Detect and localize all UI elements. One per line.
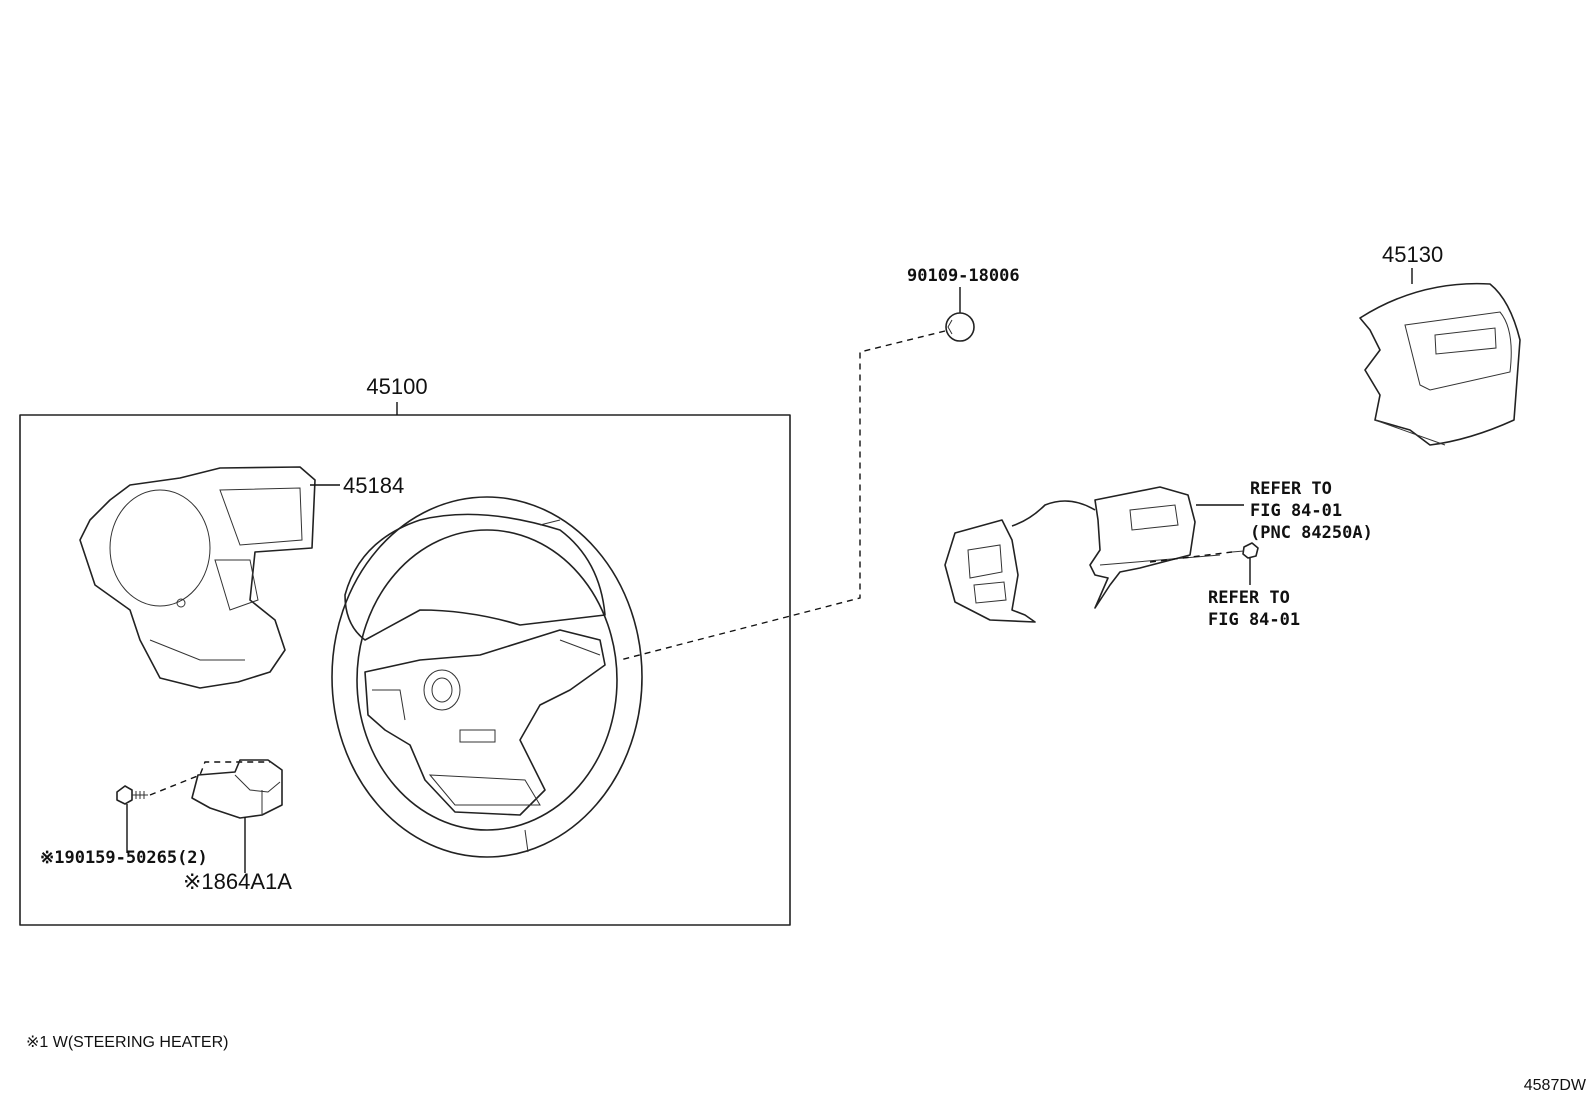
- label-refer-bottom-1[interactable]: REFER TO: [1208, 588, 1290, 608]
- dash-nut: [619, 330, 946, 661]
- screw-part[interactable]: [1231, 542, 1259, 559]
- bolt-part[interactable]: [116, 785, 148, 805]
- label-45184[interactable]: 45184: [343, 473, 404, 498]
- label-45100[interactable]: 45100: [366, 374, 427, 399]
- dash-bolt: [149, 761, 270, 796]
- label-45130[interactable]: 45130: [1382, 242, 1443, 267]
- label-refer-top-2[interactable]: FIG 84-01: [1250, 501, 1342, 521]
- steering-wheel-part[interactable]: [331, 496, 643, 858]
- assembly-frame: [19, 414, 791, 926]
- footnote: ※1 W(STEERING HEATER): [26, 1034, 228, 1051]
- nut-part[interactable]: [945, 312, 975, 342]
- label-90109[interactable]: 90109-18006: [907, 266, 1020, 286]
- label-bolt[interactable]: ※190159-50265(2): [40, 848, 208, 868]
- diagram-id: 4587DW: [1524, 1077, 1587, 1094]
- label-refer-bottom-2[interactable]: FIG 84-01: [1208, 610, 1300, 630]
- heater-part[interactable]: [191, 759, 283, 819]
- dash-screw: [1149, 551, 1233, 563]
- label-refer-top-3[interactable]: (PNC 84250A): [1250, 523, 1373, 543]
- rear-cover-part[interactable]: [79, 466, 316, 689]
- switch-assembly-part[interactable]: [944, 486, 1221, 623]
- label-refer-top-1[interactable]: REFER TO: [1250, 479, 1332, 499]
- airbag-part[interactable]: [1359, 282, 1521, 446]
- label-heater[interactable]: ※1864A1A: [183, 869, 292, 894]
